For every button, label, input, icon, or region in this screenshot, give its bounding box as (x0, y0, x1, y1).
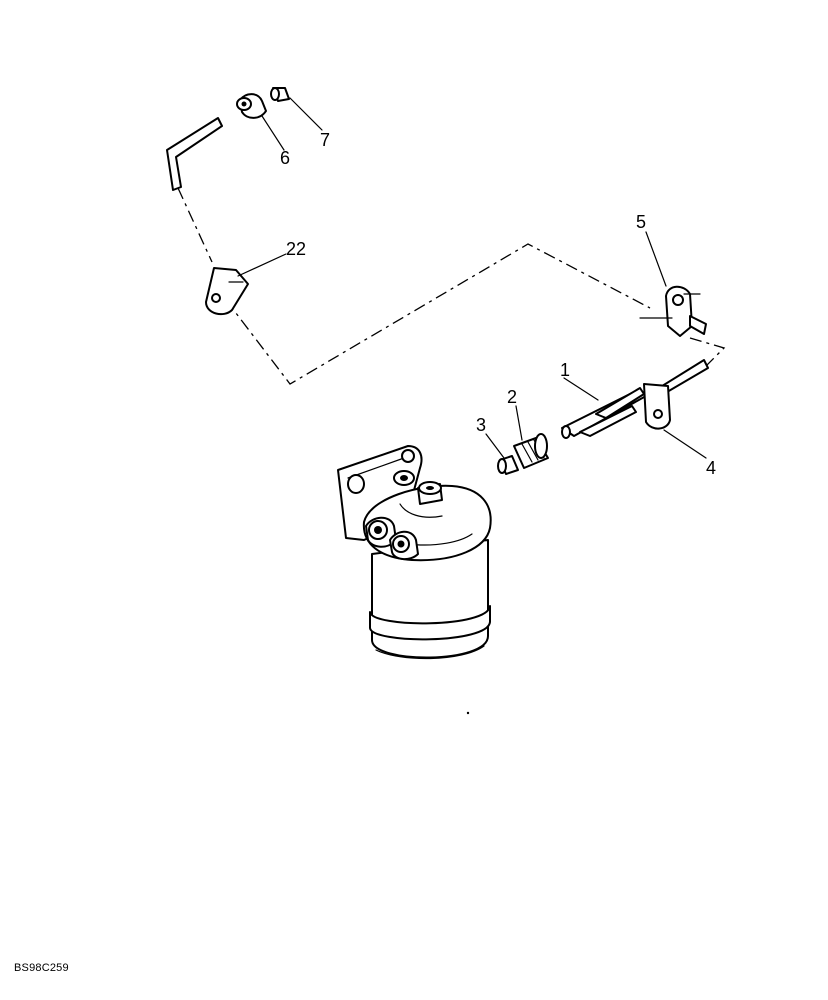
eye-connector-part-4 (643, 383, 671, 430)
fuel-filter-assembly (337, 445, 492, 660)
leader-lines (237, 97, 707, 459)
assembly-centerline (177, 187, 726, 385)
callout-7: 7 (320, 130, 330, 150)
bent-pipe (166, 117, 223, 191)
callout-6: 6 (280, 148, 290, 168)
nut-part-6 (236, 93, 267, 119)
fitting-part-2 (513, 433, 549, 469)
speck (466, 711, 470, 715)
washer-part-3 (497, 455, 519, 475)
callout-1: 1 (560, 360, 570, 380)
callout-2: 2 (507, 387, 517, 407)
sleeve-part-7 (270, 87, 290, 102)
banjo-fitting-part-5 (639, 285, 707, 337)
callout-22: 22 (286, 239, 306, 259)
pipe-part-1 (561, 359, 709, 439)
callout-3: 3 (476, 415, 486, 435)
bracket-part-22 (205, 267, 249, 316)
callout-4: 4 (706, 458, 716, 478)
reference-code: BS98C259 (14, 962, 69, 974)
callout-5: 5 (636, 212, 646, 232)
